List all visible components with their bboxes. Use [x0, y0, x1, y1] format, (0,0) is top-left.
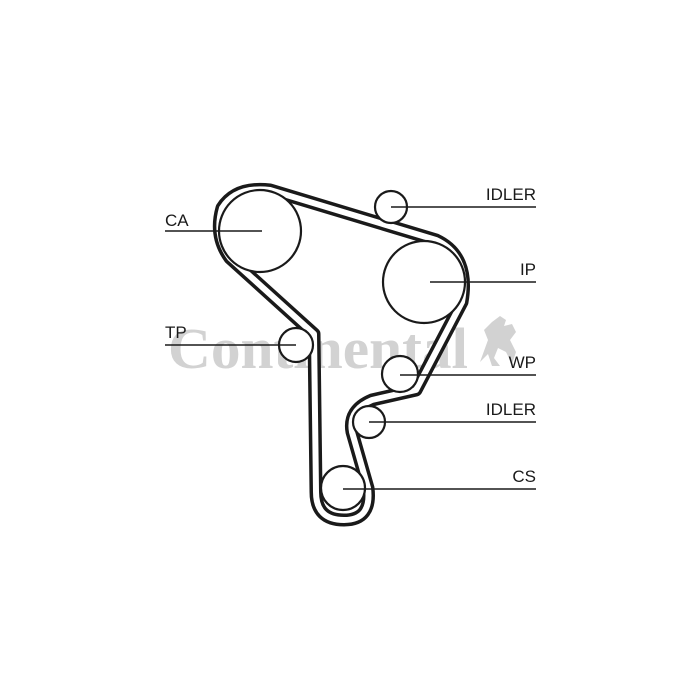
label-idler-top: IDLER: [486, 185, 536, 204]
continental-watermark: Continental: [168, 316, 516, 381]
label-idler-bottom: IDLER: [486, 400, 536, 419]
water-pump-pulley: [380, 354, 420, 394]
timing-belt: [212, 182, 470, 527]
label-ip: IP: [520, 260, 536, 279]
crankshaft-pulley: [319, 464, 367, 512]
label-ca: CA: [165, 211, 189, 230]
label-tp: TP: [165, 323, 187, 342]
label-wp: WP: [509, 353, 536, 372]
label-cs: CS: [512, 467, 536, 486]
prancing-horse-icon: [480, 316, 516, 366]
